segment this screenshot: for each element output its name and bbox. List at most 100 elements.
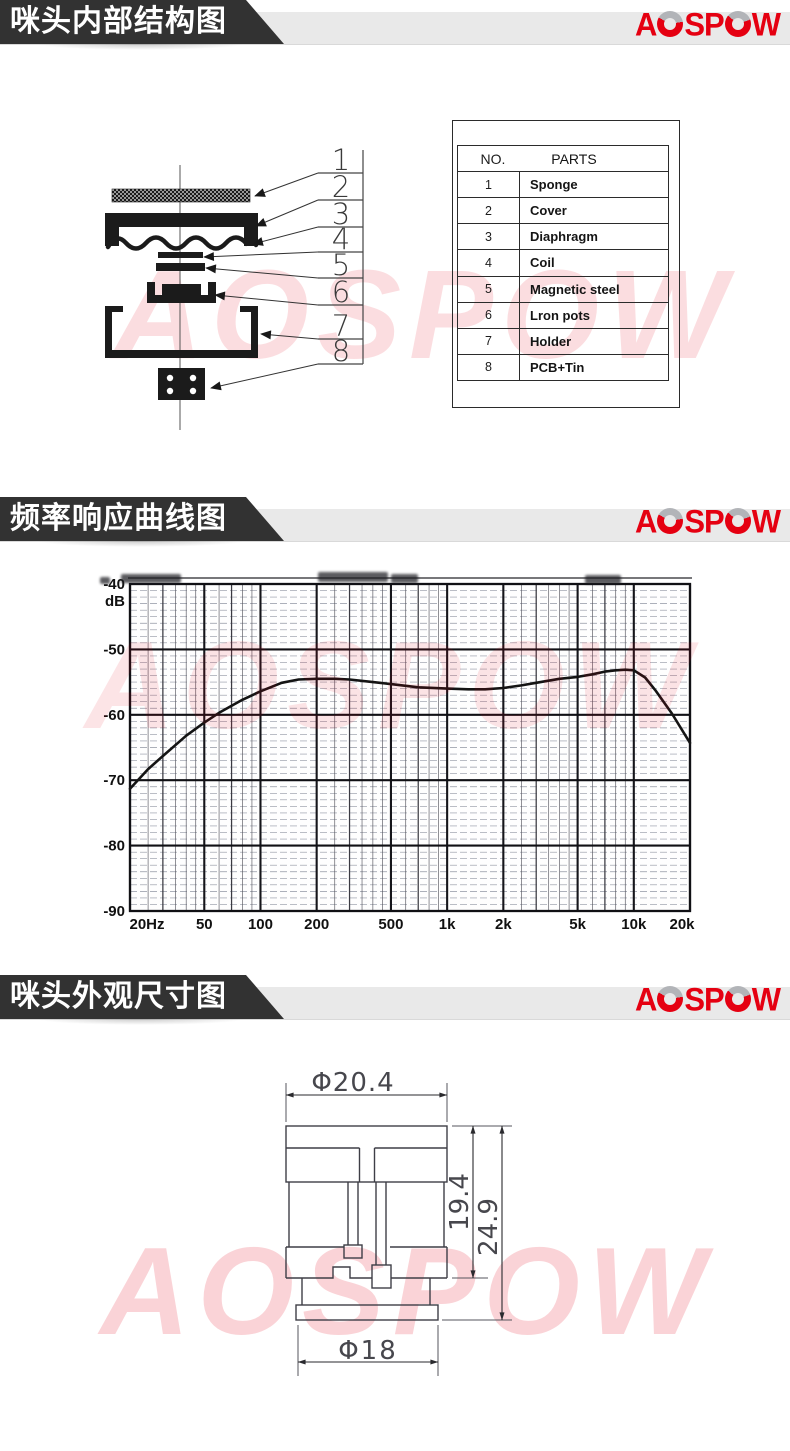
logo-letter: W bbox=[751, 502, 781, 540]
x-axis-label: 500 bbox=[378, 916, 403, 933]
scan-artifact bbox=[121, 574, 181, 583]
parts-table-row: 1 Sponge bbox=[458, 171, 668, 198]
response-curve bbox=[128, 668, 692, 790]
dim-total-height: 24.9 bbox=[474, 1198, 504, 1256]
leader-arrow bbox=[205, 264, 319, 279]
logo-letter: P bbox=[704, 5, 725, 43]
aospow-logo: A S P W bbox=[634, 502, 781, 540]
parts-table-row: 5 Magnetic steel bbox=[458, 275, 668, 302]
part-name: Coil bbox=[530, 255, 555, 271]
part-iron-pot-core bbox=[162, 284, 201, 300]
part-name: Holder bbox=[530, 333, 572, 349]
y-axis-label: -90 bbox=[103, 903, 125, 920]
logo-o-swoosh-icon bbox=[724, 11, 751, 37]
part-number: 1 bbox=[458, 172, 520, 198]
leader-arrow bbox=[210, 363, 319, 391]
x-axis-label: 20Hz bbox=[129, 916, 164, 933]
scan-artifact bbox=[100, 577, 110, 584]
scan-artifact bbox=[391, 574, 418, 583]
scan-artifact bbox=[585, 575, 621, 584]
part-number: 7 bbox=[458, 328, 520, 354]
logo-letter: P bbox=[704, 980, 725, 1018]
logo-o-swoosh-icon bbox=[657, 508, 684, 534]
section-header-structure: 咪头内部结构图 A S P W bbox=[0, 0, 790, 52]
section-header-dimensions: 咪头外观尺寸图 A S P W bbox=[0, 975, 790, 1027]
dim-body-height: 19.4 bbox=[445, 1173, 475, 1231]
callout-number: 8 bbox=[332, 334, 350, 368]
x-axis-label: 1k bbox=[439, 916, 456, 933]
part-name: Cover bbox=[530, 203, 567, 219]
part-number: 6 bbox=[458, 302, 520, 328]
parts-table-header: NO. PARTS bbox=[458, 146, 668, 171]
col-header-no: NO. bbox=[480, 150, 506, 167]
part-number: 3 bbox=[458, 224, 520, 250]
x-axis-label: 20k bbox=[669, 916, 695, 933]
section-title: 咪头内部结构图 bbox=[10, 5, 227, 38]
part-coil bbox=[158, 252, 203, 258]
logo-letter: S bbox=[684, 980, 705, 1018]
leader-arrow bbox=[260, 330, 319, 340]
callout-number: 2 bbox=[332, 170, 350, 204]
ribbon-shadow bbox=[26, 44, 256, 52]
section-header-frequency: 频率响应曲线图 A S P W bbox=[0, 497, 790, 549]
part-holder bbox=[105, 306, 258, 358]
parts-table-row: 7 Holder bbox=[458, 327, 668, 354]
header-ribbon: 频率响应曲线图 bbox=[0, 497, 284, 541]
scan-artifact bbox=[318, 572, 388, 582]
aospow-logo: A S P W bbox=[635, 980, 781, 1018]
plot-border bbox=[128, 582, 692, 913]
part-magnetic-steel bbox=[156, 263, 205, 271]
parts-table-row: 6 Lron pots bbox=[458, 301, 668, 328]
y-axis-label: -50 bbox=[103, 641, 125, 658]
callout-number: 4 bbox=[332, 222, 350, 256]
mic-outline bbox=[285, 1125, 448, 1321]
part-name: Lron pots bbox=[530, 307, 590, 323]
logo-letter: W bbox=[751, 980, 781, 1018]
part-sponge bbox=[111, 188, 251, 203]
logo-letter: S bbox=[684, 5, 705, 43]
callout-number: 1 bbox=[332, 143, 350, 177]
logo-letter: W bbox=[751, 5, 781, 43]
leader-arrow bbox=[254, 172, 319, 197]
y-axis-unit: dB bbox=[105, 593, 125, 610]
leader-arrow bbox=[252, 226, 319, 246]
x-axis-label: 50 bbox=[196, 916, 213, 933]
col-header-parts: PARTS bbox=[551, 150, 597, 167]
leader-arrow bbox=[214, 291, 319, 306]
aospow-logo: A S P W bbox=[634, 5, 781, 43]
part-name: Magnetic steel bbox=[530, 281, 620, 297]
x-axis-label: 5k bbox=[569, 916, 586, 933]
section-title: 频率响应曲线图 bbox=[10, 502, 227, 535]
callout-number: 3 bbox=[332, 197, 350, 231]
callout-number: 6 bbox=[332, 275, 350, 309]
part-number: 5 bbox=[458, 276, 520, 302]
logo-letter: S bbox=[684, 502, 705, 540]
part-number: 4 bbox=[458, 250, 520, 276]
y-axis-label: -60 bbox=[103, 707, 125, 724]
part-name: Sponge bbox=[530, 177, 578, 193]
dim-top-diameter: Φ20.4 bbox=[311, 1068, 394, 1098]
part-cover bbox=[105, 213, 258, 246]
x-axis-label: 100 bbox=[248, 916, 273, 933]
part-name: PCB+Tin bbox=[530, 359, 585, 375]
logo-letter: P bbox=[704, 502, 725, 540]
logo-letter: A bbox=[634, 502, 657, 540]
callout-number: 5 bbox=[332, 248, 350, 282]
parts-table-row: 4 Coil bbox=[458, 249, 668, 276]
logo-letter: A bbox=[634, 5, 657, 43]
part-pcb bbox=[158, 368, 205, 400]
y-axis-label: -80 bbox=[103, 838, 125, 855]
logo-o-swoosh-icon bbox=[657, 986, 684, 1012]
header-ribbon: 咪头内部结构图 bbox=[0, 0, 284, 44]
callout-number: 7 bbox=[332, 309, 350, 343]
leader-arrow bbox=[203, 251, 319, 262]
logo-o-swoosh-icon bbox=[724, 986, 751, 1012]
